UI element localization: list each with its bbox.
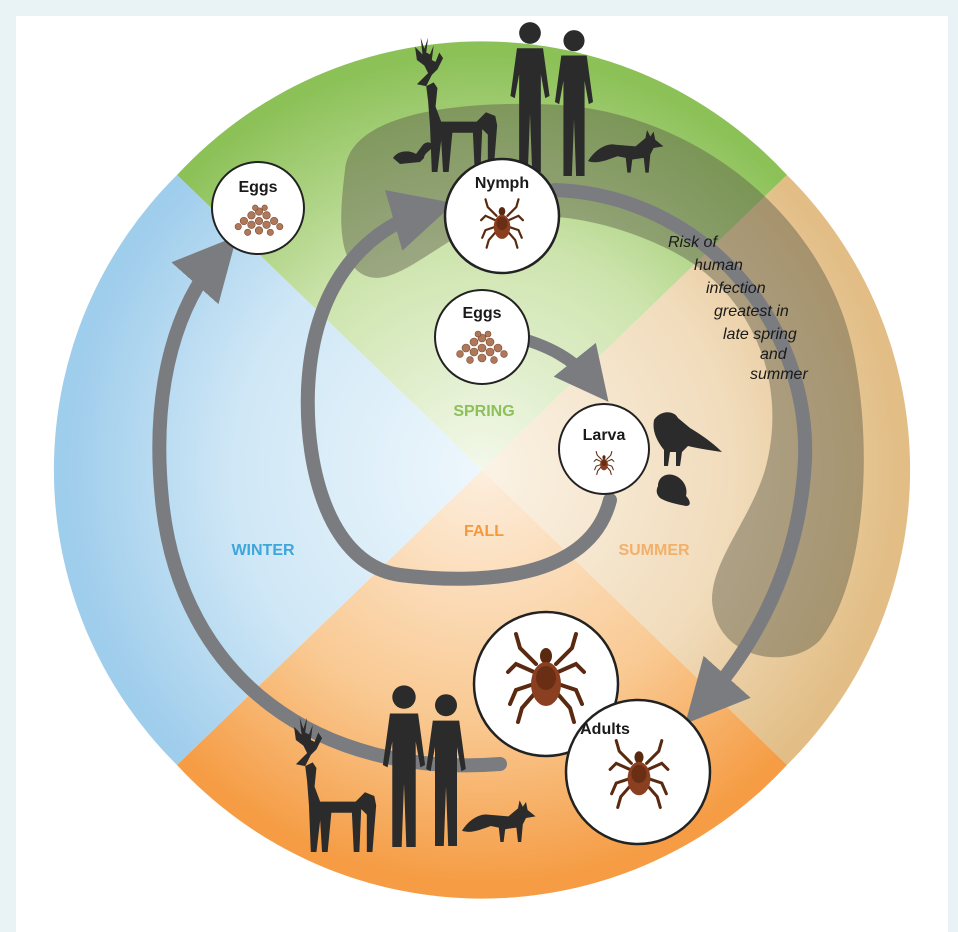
eggs-winter-label: Eggs <box>238 179 277 196</box>
larva-to-nymph-arrow <box>300 190 617 586</box>
summer-label: SUMMER <box>618 542 690 559</box>
svg-text:summer: summer <box>750 366 808 383</box>
chipmunk-icon <box>393 142 433 164</box>
nymph-stage: Nymph <box>443 157 561 275</box>
adults-label: Adults <box>580 721 630 738</box>
adults-stage: Adults <box>472 610 712 846</box>
svg-text:greatest in: greatest in <box>714 303 789 320</box>
eggs-winter-stage: Eggs <box>211 161 305 255</box>
outer-cycle-arrow <box>152 236 507 773</box>
winter-wedge <box>53 175 482 765</box>
risk-band <box>341 103 864 658</box>
nymph-label: Nymph <box>475 175 529 192</box>
spring-label: SPRING <box>453 403 514 420</box>
summer-wedge <box>482 175 911 765</box>
nymph-to-adults-arrow <box>548 183 813 724</box>
mouse-icon <box>656 474 690 506</box>
svg-text:infection: infection <box>706 280 766 297</box>
larva-stage: Larva <box>558 403 650 495</box>
risk-note: Risk of human infection greatest in late… <box>668 234 808 383</box>
svg-text:late spring: late spring <box>723 326 797 343</box>
bird-icon <box>653 412 722 466</box>
top-hosts <box>393 22 664 176</box>
eggs-spring-label: Eggs <box>462 305 501 322</box>
winter-label: WINTER <box>231 542 295 559</box>
svg-text:human: human <box>694 257 743 274</box>
fall-label: FALL <box>464 523 504 540</box>
svg-text:and: and <box>760 346 788 363</box>
larva-label: Larva <box>583 427 626 444</box>
eggs-spring-stage: Eggs <box>434 289 530 385</box>
svg-text:Risk of: Risk of <box>668 234 718 251</box>
